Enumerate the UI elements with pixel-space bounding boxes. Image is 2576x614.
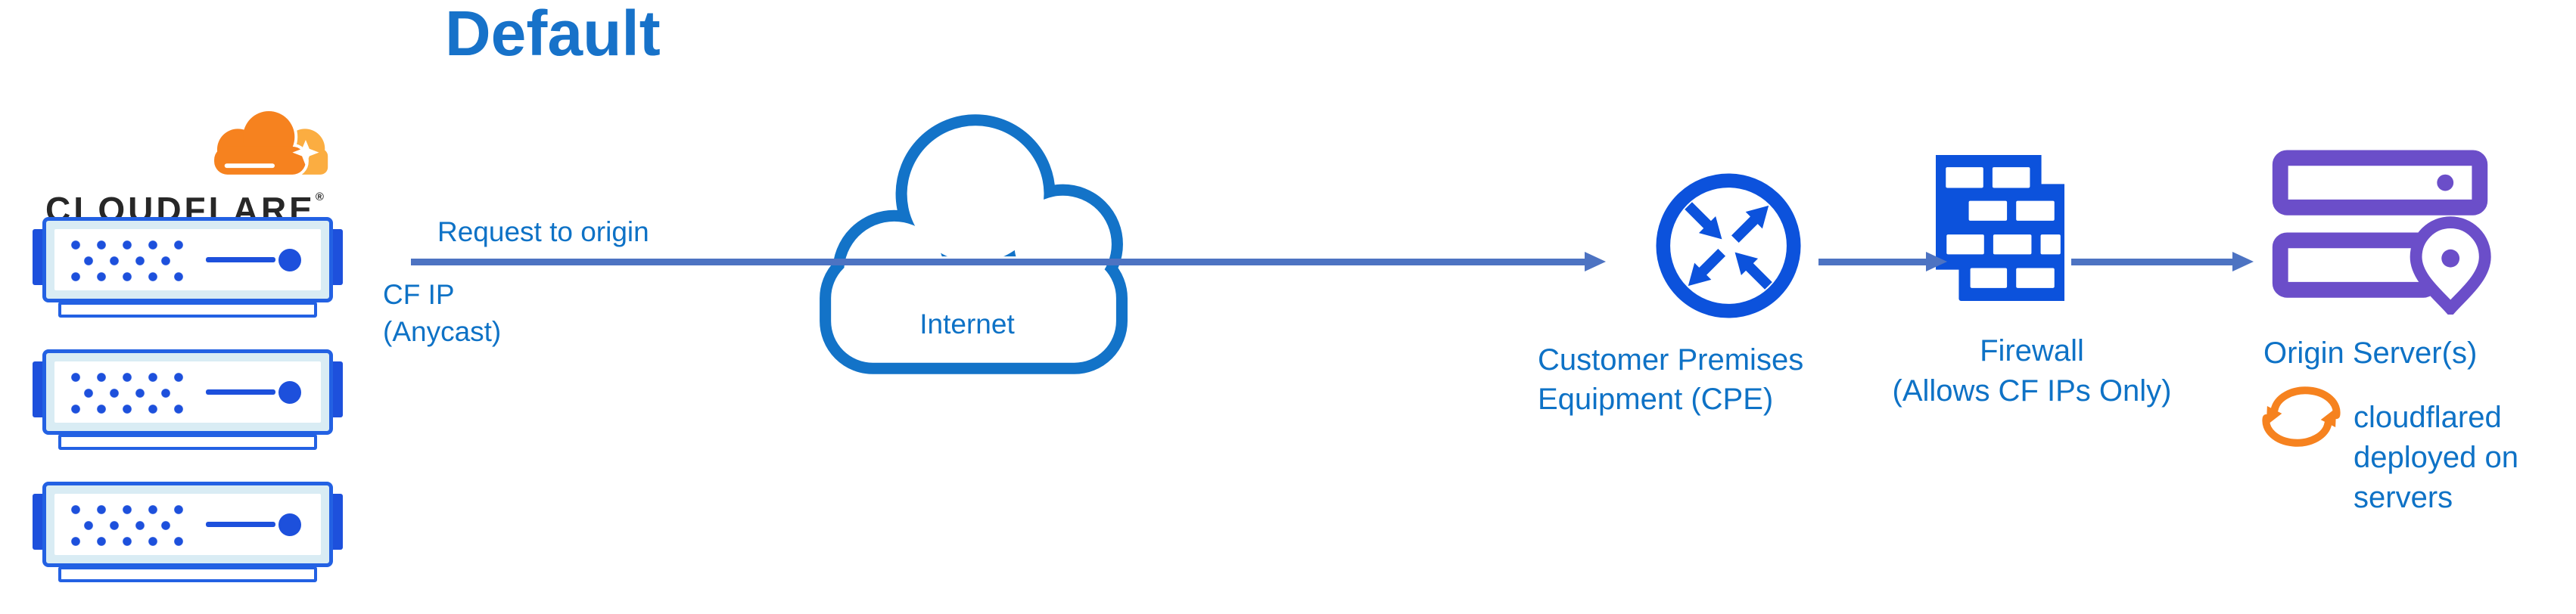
request-to-origin-label: Request to origin [437,216,649,247]
server-body [42,482,333,567]
cf-ip-anycast-label: CF IP (Anycast) [383,279,502,347]
server-right-tab [330,229,343,285]
registered-mark: ® [315,191,324,203]
internet-cloud-icon [820,114,1128,374]
arrow-cf-to-cpe-head [1585,252,1606,271]
cloudflare-logo-icon [211,108,328,178]
server-left-tab [33,361,45,417]
server-right-tab [330,494,343,550]
cf-edge-server-icon-3 [33,482,343,585]
server-vent-dots [71,370,185,414]
server-slot [206,389,275,395]
cpe-router-icon [1656,173,1801,318]
arrow-firewall-to-origin [2071,259,2232,265]
page-title: Default [445,0,661,69]
cloudflared-sync-icon [2262,386,2341,447]
server-right-tab [330,361,343,417]
arrow-cpe-to-firewall [1818,259,1926,265]
server-led [278,380,301,404]
server-body [42,349,333,435]
firewall-icon [1936,155,2064,301]
arrow-cpe-to-firewall-head [1926,252,1947,271]
origin-servers-icon [2272,150,2491,315]
server-vent-dots [71,502,185,547]
origin-servers-label: Origin Server(s) [2263,336,2478,370]
cf-edge-server-icon-1 [33,217,343,320]
server-panel [54,494,321,555]
server-base [58,302,317,318]
server-vent-dots [71,237,185,282]
server-base [58,566,317,582]
arrow-firewall-to-origin-head [2232,252,2254,271]
cloudflared-label: cloudflared deployed on servers [2354,401,2518,514]
cf-edge-server-icon-2 [33,349,343,452]
server-led [278,248,301,271]
server-slot [206,522,275,527]
firewall-label: Firewall (Allows CF IPs Only) [1892,334,2172,408]
server-panel [54,361,321,423]
server-base [58,434,317,450]
server-left-tab [33,494,45,550]
server-led [278,513,301,536]
arrow-cf-to-cpe [411,259,1585,265]
server-left-tab [33,229,45,285]
internet-label: Internet [919,309,1015,340]
cpe-label: Customer Premises Equipment (CPE) [1538,343,1804,416]
server-slot [206,257,275,262]
server-body [42,217,333,302]
server-panel [54,229,321,290]
